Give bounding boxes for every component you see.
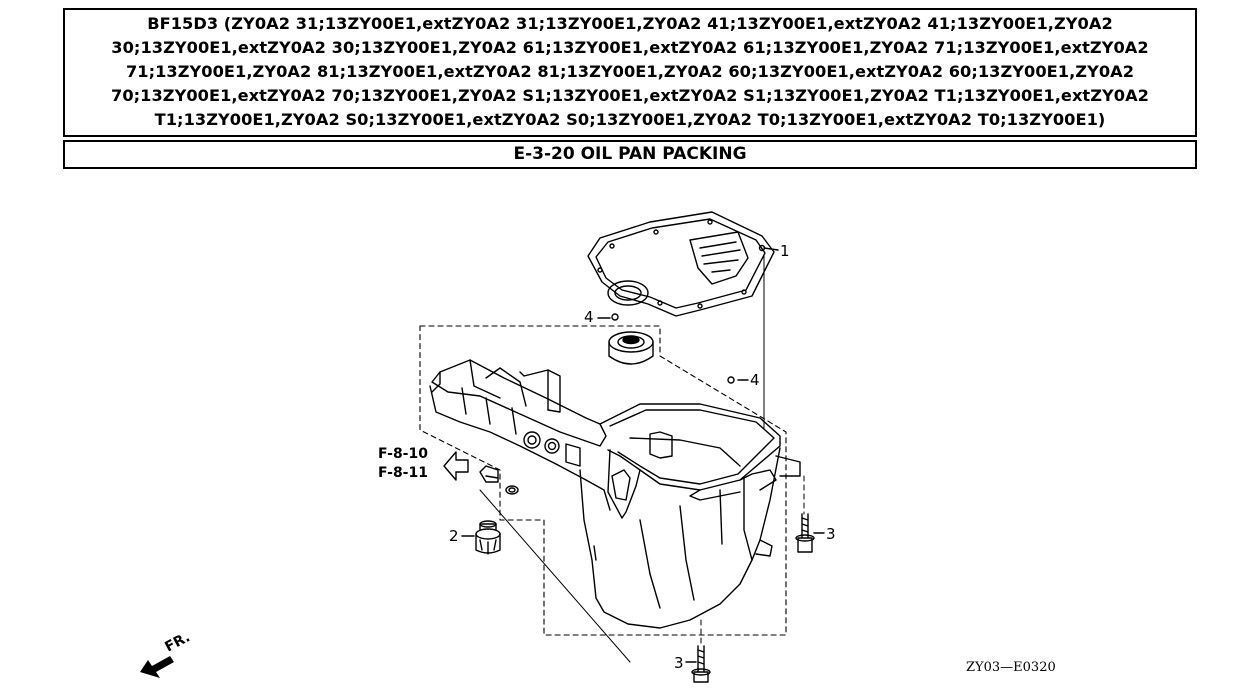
oil-seal[interactable] [608, 331, 654, 365]
callout-2: 2 [449, 527, 459, 545]
header: BF15D3 (ZY0A2 31;13ZY00E1,extZY0A2 31;13… [58, 8, 1202, 169]
seal-marker-left [611, 313, 619, 321]
callout-3-right: 3 [826, 525, 836, 543]
reference-arrow[interactable] [443, 451, 469, 481]
reference-f-8-11[interactable]: F-8-11 [378, 465, 428, 481]
leader-line-1 [763, 247, 779, 251]
callout-4-right: 4 [750, 371, 760, 389]
callout-1: 1 [780, 242, 790, 260]
flange-bolt-right[interactable] [795, 513, 815, 553]
guide-line-plug [479, 489, 631, 663]
callout-4-left: 4 [584, 308, 594, 326]
assembly-outline [419, 325, 787, 636]
section-title-box: E-3-20 OIL PAN PACKING [63, 140, 1197, 169]
drain-bolt-washer[interactable] [479, 465, 519, 495]
model-title-box: BF15D3 (ZY0A2 31;13ZY00E1,extZY0A2 31;13… [63, 8, 1197, 137]
callout-3-bottom: 3 [674, 654, 684, 672]
figure-code: ZY03—E0320 [966, 660, 1056, 675]
seal-marker-right [727, 376, 735, 384]
front-direction-arrow [140, 656, 174, 678]
flange-bolt-bottom[interactable] [691, 645, 711, 683]
section-title: E-3-20 OIL PAN PACKING [513, 144, 747, 164]
front-label: FR. [162, 629, 192, 655]
reference-f-8-10[interactable]: F-8-10 [378, 446, 428, 462]
drain-plug[interactable] [475, 520, 501, 555]
oil-pan[interactable] [429, 359, 801, 629]
oil-pan-packing-gasket[interactable] [587, 211, 775, 317]
model-title: BF15D3 (ZY0A2 31;13ZY00E1,extZY0A2 31;13… [111, 14, 1149, 129]
